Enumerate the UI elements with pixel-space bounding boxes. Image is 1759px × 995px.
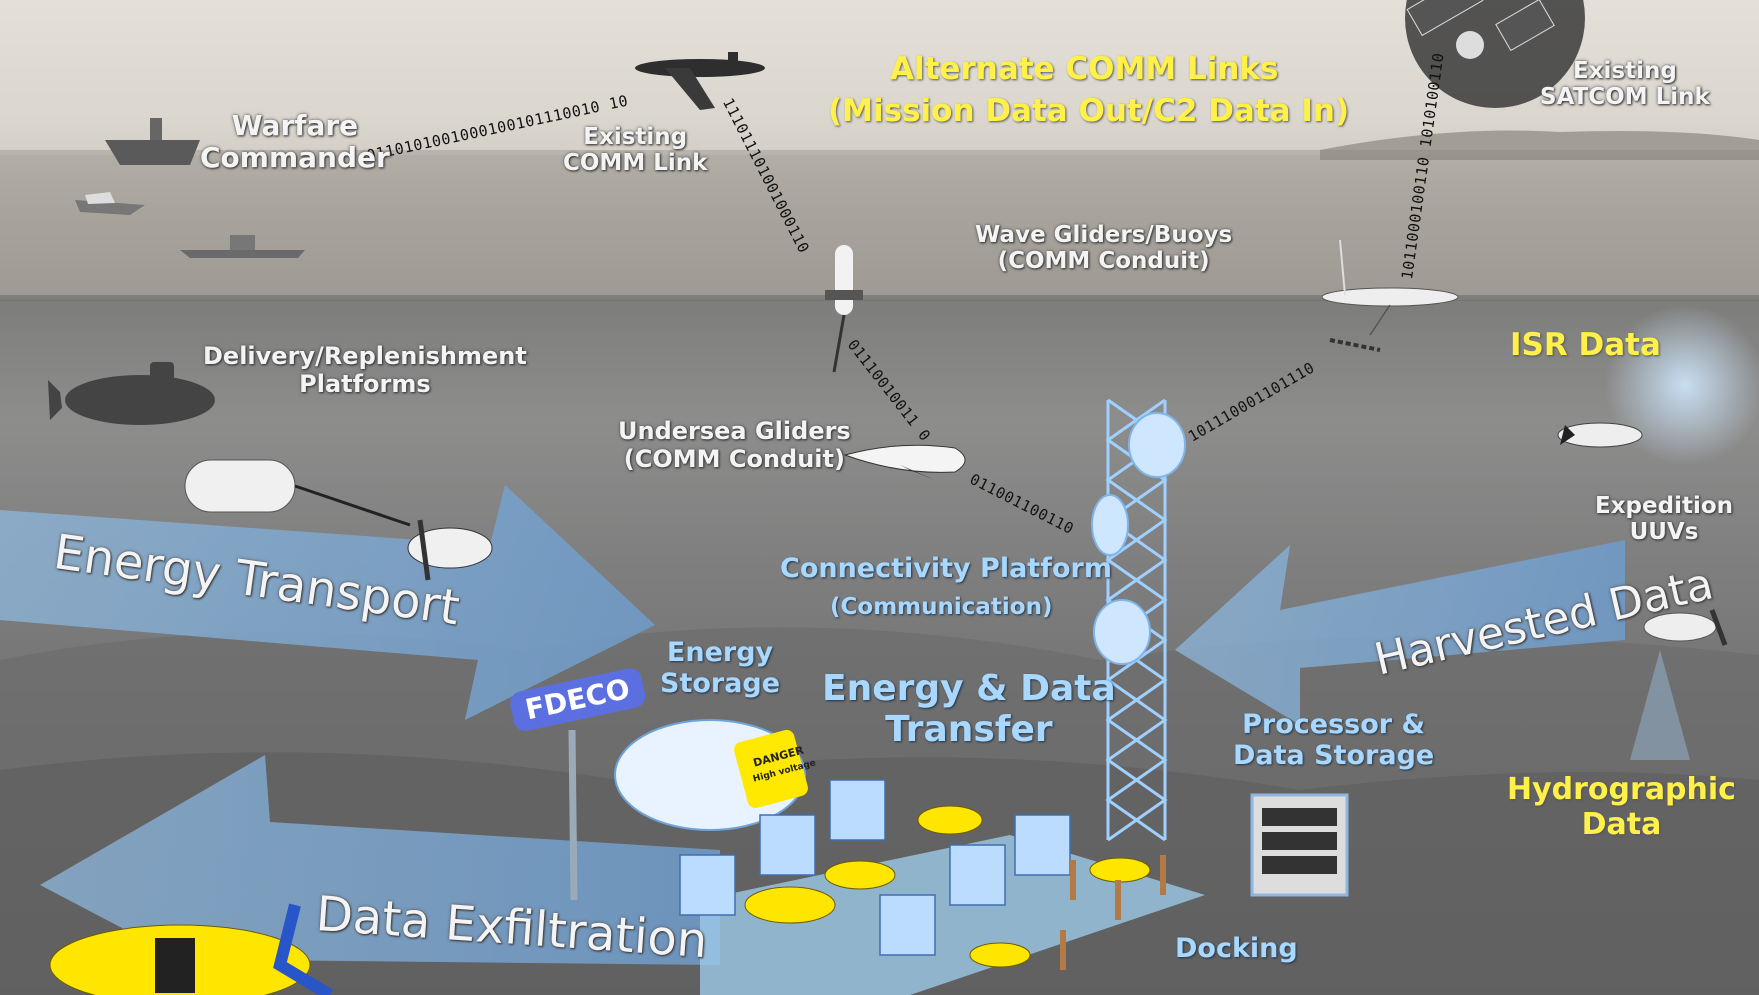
buoy-icon xyxy=(825,245,863,373)
satellite-icon xyxy=(1405,0,1585,108)
battery-pod-icon xyxy=(184,459,411,527)
wave-glider-icon xyxy=(1321,239,1459,352)
processor-label: Processor & Data Storage xyxy=(1233,709,1435,772)
existing-satcom-label: Existing SATCOM Link xyxy=(1540,58,1710,111)
communication-label: (Communication) xyxy=(830,594,1053,620)
existing-comm-link-label: Existing COMM Link xyxy=(563,124,708,177)
alt-comm-title: Alternate COMM Links xyxy=(890,51,1279,87)
energy-storage-label: Energy Storage xyxy=(660,637,781,700)
distant-land xyxy=(1320,130,1759,160)
undersea-gliders-label: Undersea Gliders (COMM Conduit) xyxy=(618,417,851,473)
warfare-commander-label: Warfare Commander xyxy=(200,109,390,175)
isr-glow xyxy=(1605,305,1759,465)
mooring-posts xyxy=(1060,855,1166,970)
energy-data-transfer-label: Energy & Data Transfer xyxy=(822,668,1116,751)
server-icon xyxy=(1250,793,1349,897)
tower-dish-icons xyxy=(1091,412,1186,665)
isr-uuv-icon xyxy=(1557,422,1643,448)
fdeco-sign-icon xyxy=(568,729,578,901)
energy-storage-tank-icon xyxy=(614,719,808,831)
undersea-glider-icon xyxy=(843,444,966,480)
connectivity-platform-label: Connectivity Platform xyxy=(780,553,1112,584)
towing-uuv-icon xyxy=(407,519,493,581)
expedition-uuvs-label: Expedition UUVs xyxy=(1595,493,1734,546)
docking-platform-icon xyxy=(679,779,1205,995)
isr-data-label: ISR Data xyxy=(1510,327,1661,363)
expedition-uuv-icon xyxy=(1630,609,1728,760)
waterline xyxy=(0,295,1759,301)
large-uuv-icon xyxy=(49,903,334,995)
docked-uuv-icons xyxy=(744,805,1151,968)
submarine-icon xyxy=(48,362,215,425)
drone-icon xyxy=(635,52,765,110)
harvested-data-arrow xyxy=(1175,540,1625,725)
speedboat-icon xyxy=(75,192,145,215)
hydrographic-label: Hydrographic Data xyxy=(1507,772,1736,842)
wave-gliders-label: Wave Gliders/Buoys (COMM Conduit) xyxy=(975,222,1233,275)
alt-comm-subtitle: (Mission Data Out/C2 Data In) xyxy=(828,93,1350,129)
docking-label: Docking xyxy=(1175,933,1298,964)
aircraft-carrier-icon xyxy=(105,118,200,165)
charging-station-icons xyxy=(679,779,1071,956)
destroyer-icon xyxy=(180,235,305,258)
delivery-label: Delivery/Replenishment Platforms xyxy=(203,342,527,398)
sea-surface xyxy=(0,150,1759,300)
